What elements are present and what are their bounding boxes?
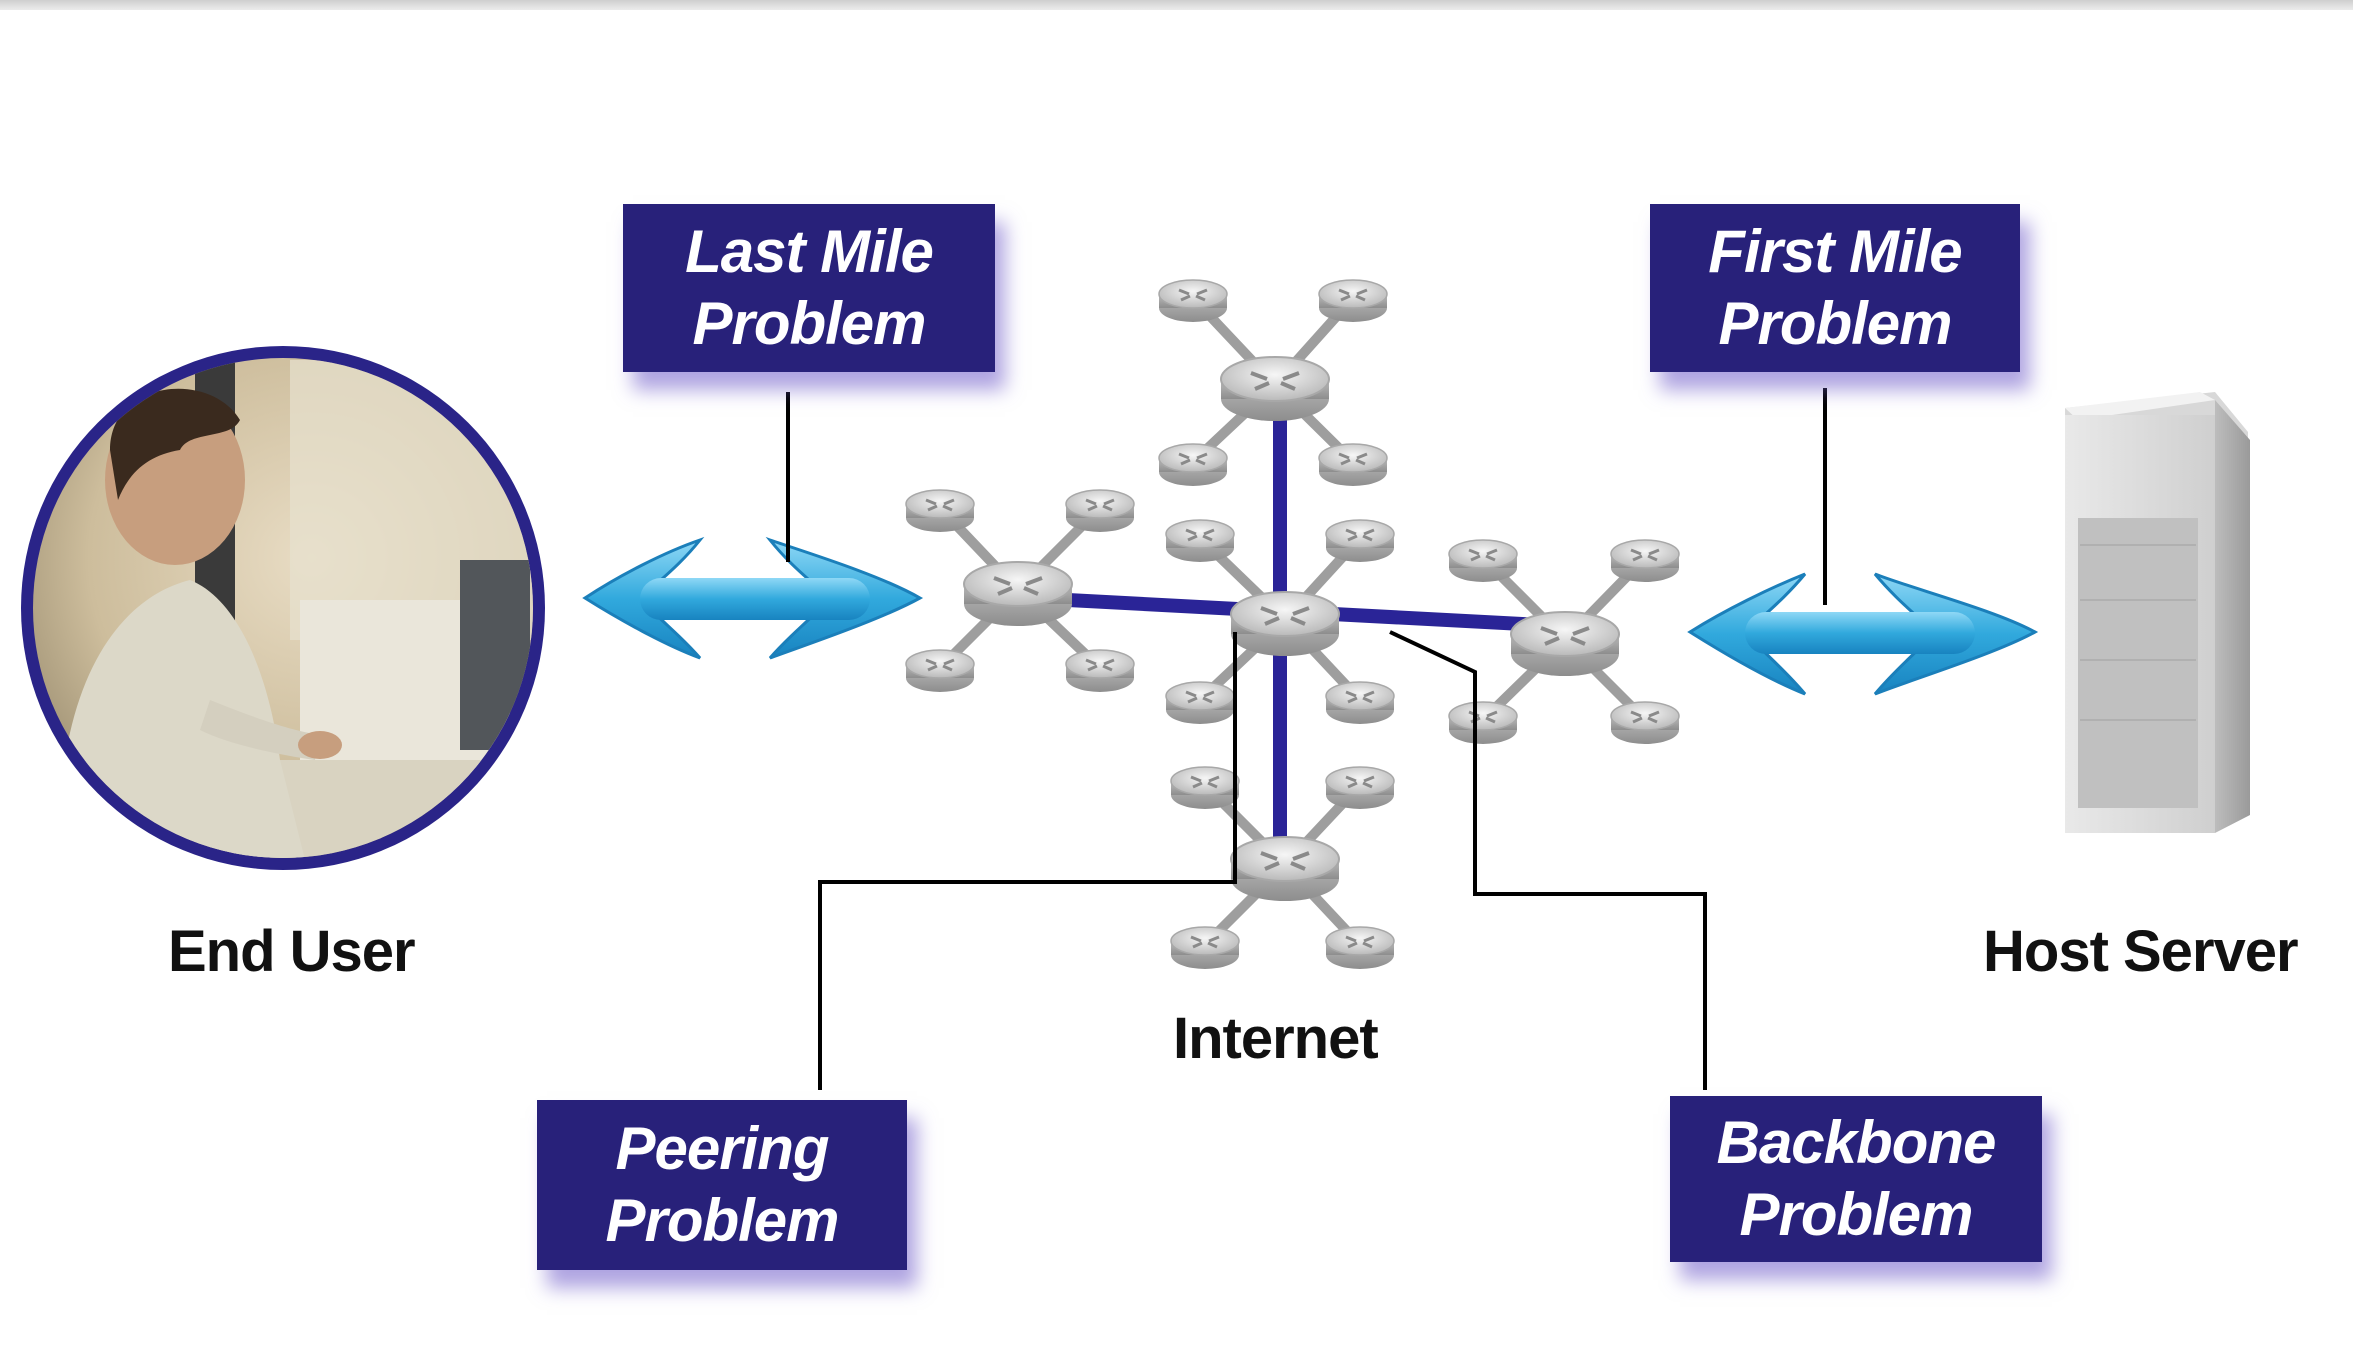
first-mile-line2: Problem	[1718, 290, 1952, 357]
last-mile-problem-box: Last Mile Problem	[623, 204, 995, 372]
backbone-line1: Backbone	[1716, 1109, 1997, 1176]
peering-callout-line	[818, 632, 1237, 1090]
last-mile-arrow-icon	[582, 536, 924, 660]
host-server-icon	[2065, 392, 2250, 833]
backbone-callout-line	[1389, 630, 1707, 1090]
first-mile-line1: First Mile	[1708, 218, 1962, 285]
end-user-photo-icon	[21, 346, 545, 870]
last-mile-line1: Last Mile	[685, 218, 934, 285]
callout-lines	[786, 388, 1827, 1090]
peering-problem-box: Peering Problem	[537, 1100, 907, 1270]
internet-network-icon	[904, 278, 1681, 971]
peering-line1: Peering	[615, 1115, 829, 1182]
internet-label: Internet	[1173, 1006, 1379, 1071]
window-top-edge	[0, 0, 2353, 10]
first-mile-problem-box: First Mile Problem	[1650, 204, 2020, 372]
backbone-problem-box: Backbone Problem	[1670, 1096, 2042, 1262]
first-mile-arrow-icon	[1687, 572, 2039, 696]
last-mile-line2: Problem	[692, 290, 926, 357]
host-server-label: Host Server	[1983, 919, 2299, 984]
peering-line2: Problem	[605, 1187, 839, 1254]
backbone-line2: Problem	[1739, 1181, 1973, 1248]
end-user-label: End User	[168, 919, 416, 984]
